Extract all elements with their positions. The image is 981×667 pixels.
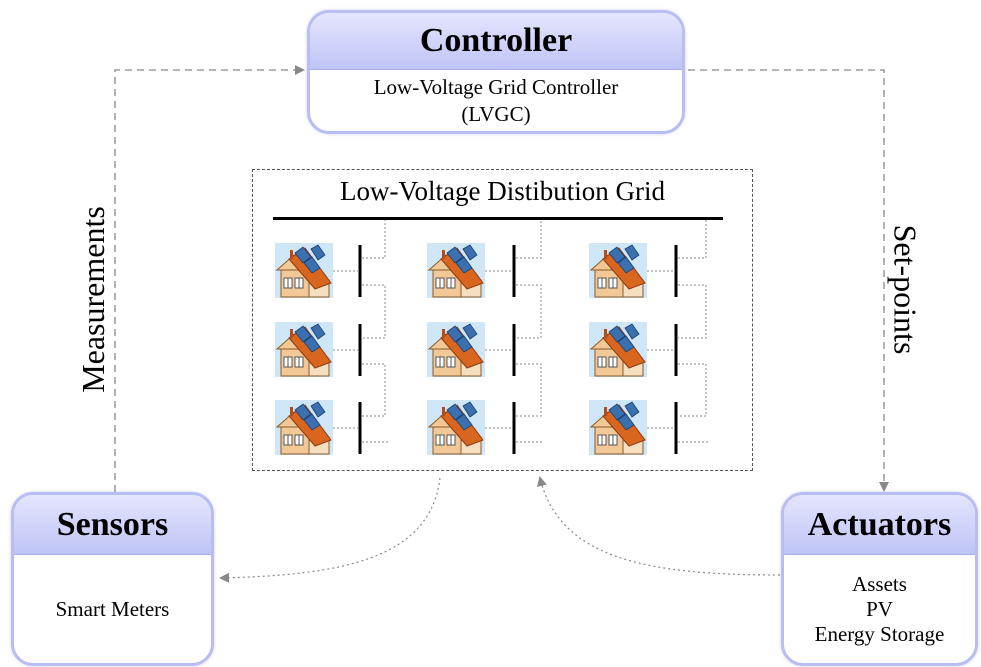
measurements-label: Measurements xyxy=(74,205,111,393)
sensors-description: Smart Meters xyxy=(55,596,170,621)
grid-frame xyxy=(252,169,753,471)
sensors-box: Sensors Smart Meters xyxy=(11,492,214,666)
controller-description-line1: Low-Voltage Grid Controller xyxy=(373,75,619,99)
actuators-box: Actuators Assets PV Energy Storage xyxy=(781,492,978,666)
actuators-item-pv: PV xyxy=(866,596,893,621)
actuators-title: Actuators xyxy=(784,495,975,555)
setpoints-label: Set-points xyxy=(887,224,924,354)
actuators-item-energy-storage: Energy Storage xyxy=(814,621,945,646)
actuators-item-assets: Assets xyxy=(852,571,907,596)
sensors-title: Sensors xyxy=(14,495,211,555)
actuators-to-grid-arrow xyxy=(537,476,781,576)
setpoints-flow-arrow xyxy=(688,69,889,492)
controller-box: Controller Low-Voltage Grid Controller (… xyxy=(307,10,685,134)
measurements-flow-arrow xyxy=(114,65,305,492)
grid-to-sensors-arrow xyxy=(219,477,441,583)
controller-description-line2: (LVGC) xyxy=(461,102,531,126)
grid-title: Low-Voltage Distibution Grid xyxy=(340,176,665,206)
grid-contents xyxy=(274,220,708,456)
main-bus-line xyxy=(273,217,723,220)
controller-title: Controller xyxy=(310,13,682,70)
